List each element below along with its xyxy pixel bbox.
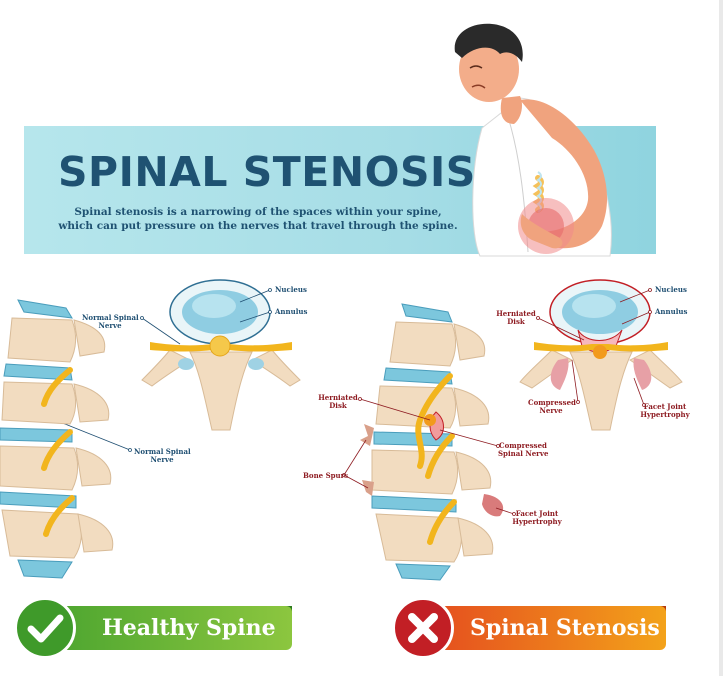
label-line-1: Herniated xyxy=(496,309,536,318)
label-line-2: Disk xyxy=(329,401,347,410)
healthy-spine-label: Healthy Spine xyxy=(102,615,276,641)
cross-icon xyxy=(392,597,454,659)
label-line-1: Normal Spinal xyxy=(82,313,139,322)
page-subtitle: Spinal stenosis is a narrowing of the sp… xyxy=(58,206,458,232)
label-line-2: Disk xyxy=(507,317,525,326)
label-line-2: Hypertrophy xyxy=(640,410,690,419)
label-line-1: Normal Spinal xyxy=(134,447,191,456)
label-line-1: Facet Joint xyxy=(643,402,687,411)
healthy-spine-badge: Healthy Spine xyxy=(42,606,292,650)
label-nucleus-healthy: Nucleus xyxy=(275,285,307,294)
label-line-2: Spinal Nerve xyxy=(498,449,549,458)
spinal-stenosis-label: Spinal Stenosis xyxy=(470,615,660,641)
label-bone-spurs: Bone Spurs xyxy=(303,471,349,480)
healthy-spine-side xyxy=(0,299,114,579)
healthy-vertebra-top xyxy=(141,279,301,431)
label-line-1: Herniated xyxy=(318,393,358,402)
stenosis-top-leader-lines xyxy=(536,288,652,407)
spinal-stenosis-badge: Spinal Stenosis xyxy=(414,606,666,650)
check-icon xyxy=(14,597,76,659)
label-line-1: Compressed xyxy=(499,441,547,450)
label-nucleus-stenosis: Nucleus xyxy=(655,285,687,294)
page-title: SPINAL STENOSIS xyxy=(58,148,476,196)
label-facet-hypertrophy-side: Facet Joint Hypertrophy xyxy=(512,510,562,526)
page-edge xyxy=(719,0,723,676)
stenosis-spine-side xyxy=(360,303,504,581)
label-annulus-stenosis: Annulus xyxy=(655,307,688,316)
label-line-2: Nerve xyxy=(539,406,563,415)
label-annulus-healthy: Annulus xyxy=(275,307,308,316)
label-facet-hypertrophy-top: Facet Joint Hypertrophy xyxy=(640,403,690,419)
label-herniated-disk-top: Herniated Disk xyxy=(496,310,536,326)
label-normal-nerve-side: Normal Spinal Nerve xyxy=(134,447,191,464)
stenosis-side-leader-lines xyxy=(342,397,516,516)
healthy-leader-lines xyxy=(59,288,272,452)
label-line-2: Nerve xyxy=(150,455,174,464)
label-herniated-disk-side: Herniated Disk xyxy=(318,394,358,410)
man-figure xyxy=(454,23,612,257)
label-line-1: Compressed xyxy=(528,398,576,407)
stenosis-vertebra-top xyxy=(519,279,683,431)
label-line-2: Nerve xyxy=(98,321,122,330)
label-line-1: Facet Joint xyxy=(515,509,559,518)
label-compressed-spinal-nerve: Compressed Spinal Nerve xyxy=(498,442,548,458)
label-compressed-nerve-top: Compressed Nerve xyxy=(528,398,576,415)
label-normal-nerve-top: Normal Spinal Nerve xyxy=(82,313,139,330)
label-line-2: Hypertrophy xyxy=(512,517,562,526)
